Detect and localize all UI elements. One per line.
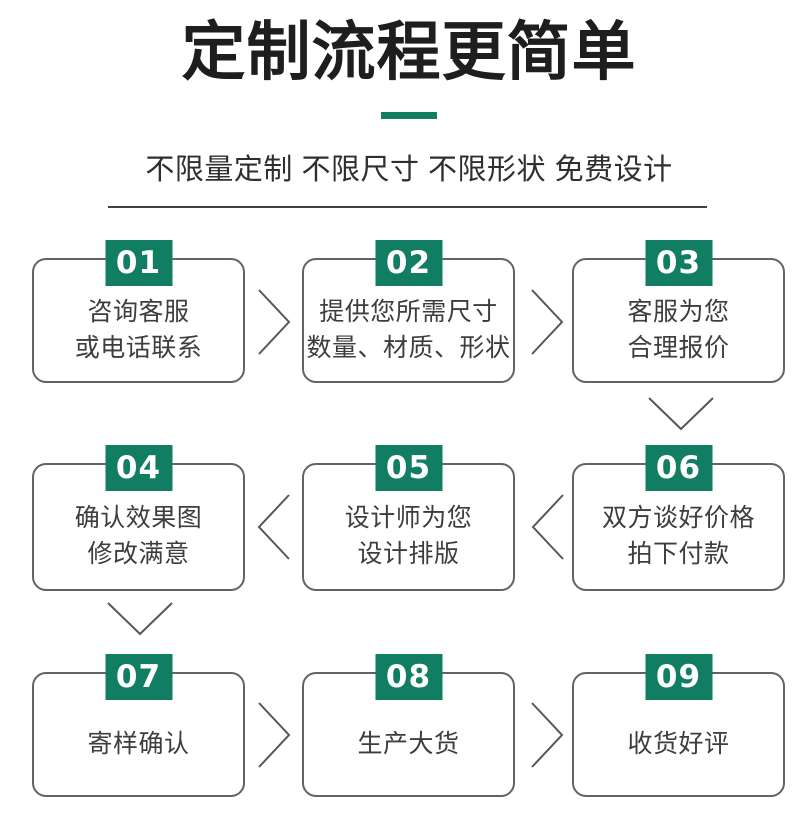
- title-underline: [381, 112, 437, 119]
- chevron-left-icon: [257, 493, 291, 561]
- step-number: 03: [655, 245, 702, 281]
- step-card-09: 09 收货好评: [572, 654, 785, 797]
- step-number: 06: [655, 450, 702, 486]
- step-number: 05: [385, 450, 432, 486]
- step-card-06: 06 双方谈好价格 拍下付款: [572, 445, 785, 591]
- step-number-badge: 03: [645, 240, 712, 286]
- chevron-right-icon: [530, 701, 564, 769]
- chevron-down-icon: [106, 601, 174, 637]
- step-card-07: 07 寄样确认: [32, 654, 245, 797]
- step-number: 09: [655, 659, 702, 695]
- step-number-badge: 05: [375, 445, 442, 491]
- chevron-right-icon: [530, 288, 564, 356]
- step-number: 08: [385, 659, 432, 695]
- step-card-08: 08 生产大货: [302, 654, 515, 797]
- step-card-02: 02 提供您所需尺寸 数量、材质、形状: [302, 240, 515, 383]
- step-text: 客服为您 合理报价: [627, 297, 730, 362]
- step-number-badge: 04: [105, 445, 172, 491]
- step-text: 寄样确认: [87, 729, 190, 758]
- step-card-05: 05 设计师为您 设计排版: [302, 445, 515, 591]
- step-text: 设计师为您 设计排版: [344, 504, 473, 568]
- step-text: 收货好评: [627, 729, 730, 758]
- step-card-01: 01 咨询客服 或电话联系: [32, 240, 245, 383]
- step-text: 咨询客服 或电话联系: [74, 297, 203, 362]
- step-number: 04: [115, 450, 162, 486]
- page-title: 定制流程更简单: [181, 16, 637, 88]
- step-number: 02: [385, 245, 432, 281]
- chevron-right-icon: [257, 288, 291, 356]
- chevron-left-icon: [531, 493, 565, 561]
- step-text: 生产大货: [357, 729, 460, 758]
- step-number-badge: 06: [645, 445, 712, 491]
- step-card-03: 03 客服为您 合理报价: [572, 240, 785, 383]
- step-number-badge: 09: [645, 654, 712, 700]
- page-subtitle: 不限量定制 不限尺寸 不限形状 免费设计: [145, 154, 673, 186]
- chevron-right-icon: [257, 701, 291, 769]
- divider-line: [108, 206, 707, 208]
- step-text: 提供您所需尺寸 数量、材质、形状: [306, 297, 511, 362]
- step-text: 确认效果图 修改满意: [74, 504, 203, 568]
- step-text: 双方谈好价格 拍下付款: [601, 504, 755, 568]
- chevron-down-icon: [647, 396, 715, 432]
- step-number-badge: 02: [375, 240, 442, 286]
- step-number-badge: 08: [375, 654, 442, 700]
- step-number-badge: 01: [105, 240, 172, 286]
- step-card-04: 04 确认效果图 修改满意: [32, 445, 245, 591]
- step-number-badge: 07: [105, 654, 172, 700]
- step-number: 01: [115, 245, 162, 281]
- step-number: 07: [115, 659, 162, 695]
